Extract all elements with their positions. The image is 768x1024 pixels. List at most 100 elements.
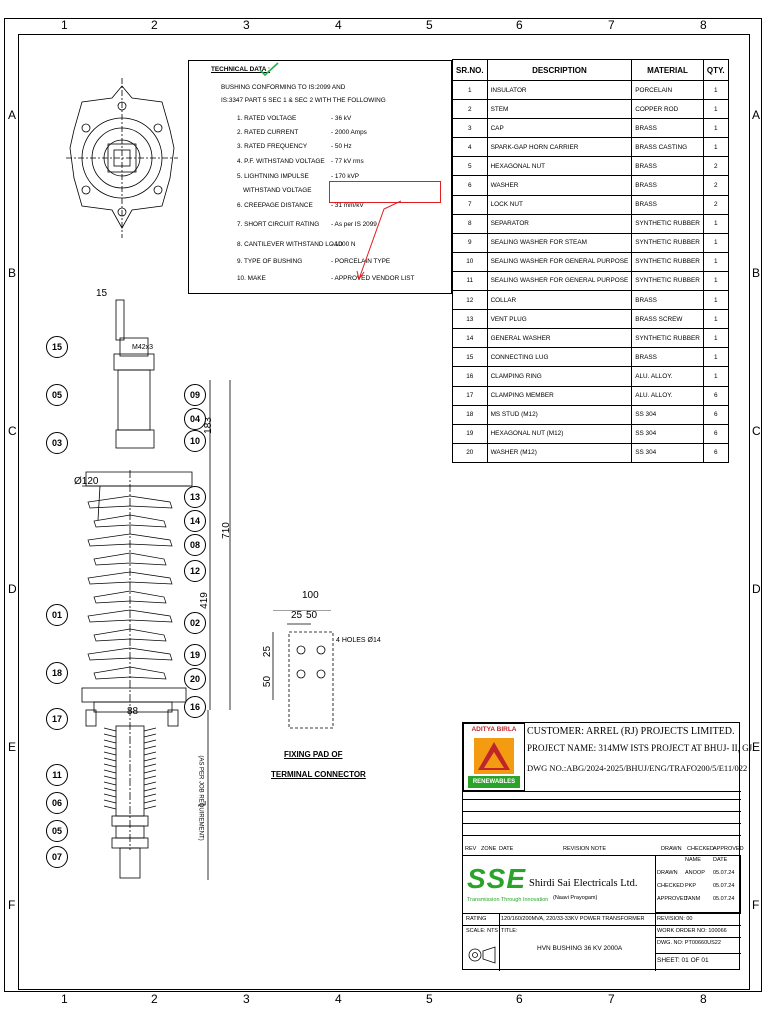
zone-row-B-right: B <box>752 266 761 280</box>
tech-value: - APPROVED VENDOR LIST <box>331 275 415 282</box>
callout-13: 13 <box>184 486 206 508</box>
technical-data-box: TECHNICAL DATA : BUSHING CONFORMING TO I… <box>188 60 452 294</box>
approval-cell: ANOOP <box>685 870 705 876</box>
tech-value: - 50 Hz <box>331 143 352 150</box>
rev-header-cell: DATE <box>499 846 514 852</box>
callout-05: 05 <box>46 384 68 406</box>
table-cell: 18 <box>452 404 488 425</box>
tech-value: - 1000 N <box>331 241 356 248</box>
work-order: WORK ORDER NO: 100066 <box>657 928 727 934</box>
pad-caption-1: FIXING PAD OF <box>284 750 343 759</box>
table-cell: BRASS <box>631 118 704 139</box>
bushing-section-drawing <box>81 299 231 880</box>
check-mark-icon <box>259 62 279 77</box>
table-cell: SEALING WASHER FOR GENERAL PURPOSE <box>486 270 633 292</box>
pad-dim-25: 25 <box>291 610 303 621</box>
table-cell: BRASS SCREW <box>631 309 704 330</box>
table-cell: 1 <box>702 328 729 349</box>
zone-col-3-bot: 3 <box>243 992 250 1006</box>
zone-col-4-top: 4 <box>335 18 342 32</box>
callout-04: 04 <box>184 408 206 430</box>
pad-dim-h50: 50 <box>262 675 274 688</box>
table-cell: SYNTHETIC RUBBER <box>631 251 704 272</box>
tech-value: - 170 kVP <box>331 173 360 180</box>
table-cell: 8 <box>452 213 488 234</box>
revision-area <box>463 791 741 851</box>
table-cell: 11 <box>452 270 488 292</box>
zone-row-B-left: B <box>8 266 17 280</box>
table-cell: 1 <box>702 232 729 253</box>
table-cell: 6 <box>702 385 729 406</box>
table-cell: 1 <box>702 366 729 387</box>
table-cell: 2 <box>702 156 729 177</box>
table-cell: STEM <box>486 99 633 120</box>
pad-caption-2: TERMINAL CONNECTOR <box>271 770 366 779</box>
table-cell: 3 <box>452 118 488 139</box>
customer-line: CUSTOMER: ARREL (RJ) PROJECTS LIMITED. <box>527 726 735 737</box>
zone-row-E-left: E <box>8 740 17 754</box>
table-cell: 6 <box>702 423 729 444</box>
pad-dim-50: 50 <box>306 610 318 621</box>
zone-col-7-top: 7 <box>608 18 615 32</box>
zone-col-6-bot: 6 <box>516 992 523 1006</box>
approval-cell: DRAWN <box>657 870 678 876</box>
tech-label: 8. CANTILEVER WITHSTAND LOAD <box>237 241 343 248</box>
redline-markup-box <box>329 181 441 203</box>
rev-header-cell: APPROVED <box>713 846 744 852</box>
table-cell: CONNECTING LUG <box>486 347 633 368</box>
table-cell: HEXAGONAL NUT (M12) <box>486 423 633 444</box>
company-name: Shirdi Sai Electricals Ltd. <box>529 878 638 889</box>
zone-row-E-right: E <box>752 740 761 754</box>
zone-col-8-bot: 8 <box>700 992 707 1006</box>
table-cell: BRASS CASTING <box>631 137 704 158</box>
table-cell: GENERAL WASHER <box>486 328 633 349</box>
rev-header-cell: CHECKED <box>687 846 714 852</box>
table-cell: 16 <box>452 366 488 387</box>
table-cell: 1 <box>702 270 729 292</box>
callout-10: 10 <box>184 430 206 452</box>
pad-dim-100: 100 <box>302 590 319 601</box>
tech-label: WITHSTAND VOLTAGE <box>243 187 312 194</box>
rev-header-cell: DRAWN <box>661 846 682 852</box>
approval-cell: DATE <box>713 857 728 863</box>
tech-value: - 31 mm/kV <box>331 202 364 209</box>
rev-header-cell: REVISION NOTE <box>563 846 607 852</box>
table-cell: SYNTHETIC RUBBER <box>631 232 704 253</box>
callout-14: 14 <box>184 510 206 532</box>
title-block: ADITYA BIRLA RENEWABLES CUSTOMER: ARREL … <box>462 722 754 971</box>
tech-label: 1. RATED VOLTAGE <box>237 115 297 122</box>
rating-value: 120/160/200MVA, 220/33-33KV POWER TRANSF… <box>501 916 645 922</box>
table-cell: COLLAR <box>486 290 633 311</box>
table-cell: 6 <box>702 442 729 463</box>
table-cell: 2 <box>452 99 488 120</box>
callout-05: 05 <box>46 820 68 842</box>
tech-label: 2. RATED CURRENT <box>237 129 299 136</box>
aditya-birla-logo: ADITYA BIRLA RENEWABLES <box>463 723 525 791</box>
callout-01: 01 <box>46 604 68 626</box>
tech-value: - 77 kV rms <box>331 158 364 165</box>
zone-row-C-right: C <box>752 424 761 438</box>
table-cell: 19 <box>452 423 488 444</box>
callout-16: 16 <box>184 696 206 718</box>
approval-cell: PKP <box>685 883 697 889</box>
tech-label: 7. SHORT CIRCUIT RATING <box>237 221 320 228</box>
zone-col-2-top: 2 <box>151 18 158 32</box>
table-cell: SS 304 <box>631 442 704 463</box>
tech-label: 9. TYPE OF BUSHING <box>237 258 303 265</box>
table-cell: BRASS <box>631 156 704 177</box>
table-cell: INSULATOR <box>486 79 633 101</box>
table-cell: SS 304 <box>631 423 704 444</box>
tech-value: - PORCELAIN TYPE <box>331 258 391 265</box>
table-cell: 15 <box>452 347 488 368</box>
callout-08: 08 <box>184 534 206 556</box>
approval-cell: 05.07.24 <box>713 883 735 889</box>
